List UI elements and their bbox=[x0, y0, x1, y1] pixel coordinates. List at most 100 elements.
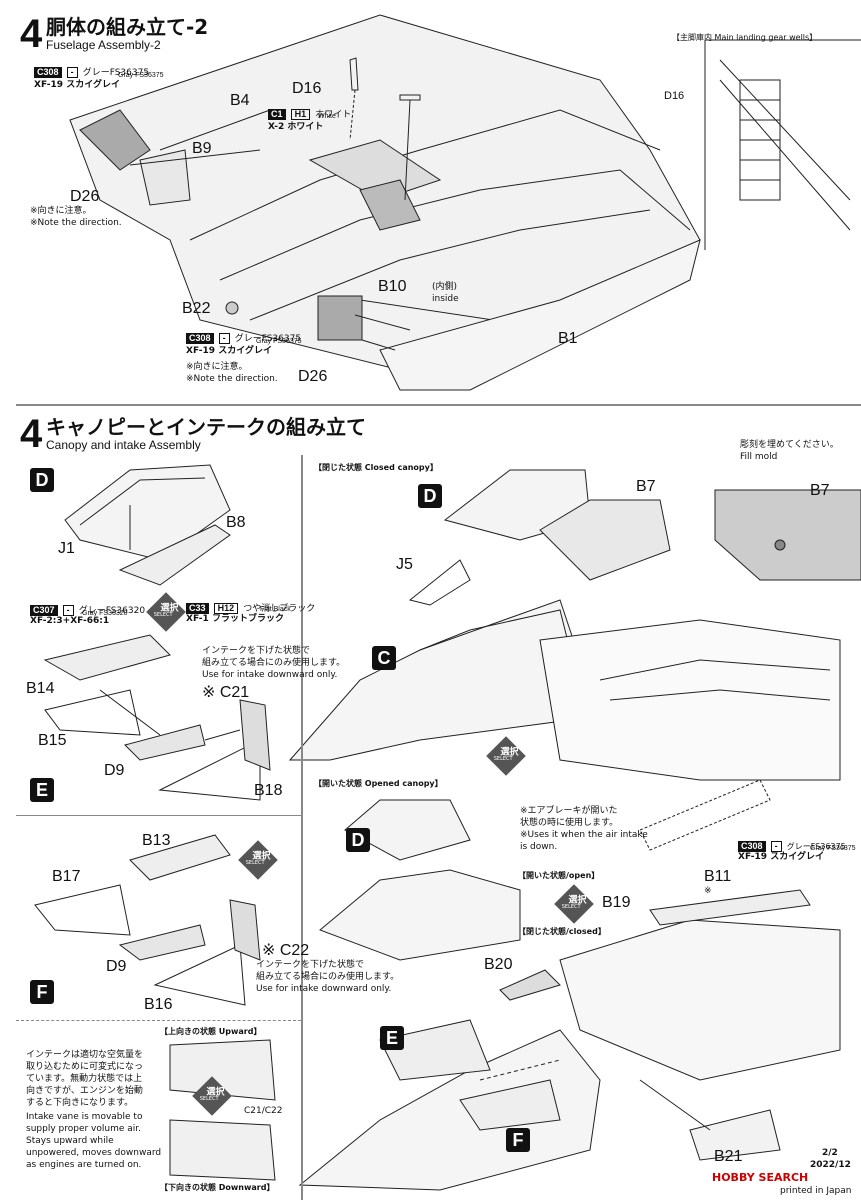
part-label-b22: B22 bbox=[182, 300, 211, 317]
part-label-b21: B21 bbox=[714, 1148, 743, 1165]
sub-step-c: C bbox=[372, 646, 396, 670]
part-label-d9: D9 bbox=[104, 762, 125, 779]
paint-code-c307: C307 bbox=[30, 605, 58, 616]
sub-step-f-bottom: F bbox=[506, 1128, 530, 1152]
opened-canopy-label: 【開いた状態 Opened canopy】 bbox=[314, 779, 443, 788]
part-label-b16: B16 bbox=[144, 996, 173, 1013]
note-intake-down-jp1: インテークを下げた状態で bbox=[202, 646, 311, 656]
vane-en-5: as engines are turned on. bbox=[26, 1160, 142, 1170]
vane-en-4: unpowered, moves downward bbox=[26, 1148, 162, 1158]
paint-xf2: XF-2:3+XF-66:1 bbox=[30, 616, 110, 626]
paint-x2: X-2 ホワイト bbox=[268, 122, 324, 132]
note-direction-en-b: ※Note the direction. bbox=[186, 374, 278, 384]
note-intake-down-jp2-f: 組み立てる場合にのみ使用します。 bbox=[256, 972, 400, 982]
vane-en-1: Intake vane is movable to bbox=[26, 1112, 143, 1122]
column-divider bbox=[301, 455, 303, 1200]
paint-code-h1: H1 bbox=[290, 109, 311, 120]
note-inside-en: inside bbox=[432, 294, 459, 304]
paint-name-flat-en: Flat Black bbox=[260, 606, 291, 613]
part-label-b1: B1 bbox=[558, 330, 578, 347]
vane-en-3: Stays upward while bbox=[26, 1136, 114, 1146]
sub-step-d-opened: D bbox=[346, 828, 370, 852]
downward-label: 【下向きの状態 Downward】 bbox=[160, 1183, 275, 1192]
canopy-j1 bbox=[64, 464, 231, 561]
paint-code-dash-c: - bbox=[62, 605, 74, 616]
note-direction-en: ※Note the direction. bbox=[30, 218, 122, 228]
part-label-d9-b: D9 bbox=[106, 958, 127, 975]
paint-callout-b9: C308 - グレーFS36375 bbox=[34, 60, 149, 79]
part-label-b13: B13 bbox=[142, 832, 171, 849]
paint-name-jp-c: グレーFS36375 bbox=[786, 842, 846, 851]
part-label-j5: J5 bbox=[396, 556, 413, 573]
paint-code-c308: C308 bbox=[34, 67, 62, 78]
sub-step-e-bottom: E bbox=[380, 1026, 404, 1050]
paint-name-en: Gray FS36375 bbox=[118, 72, 164, 79]
part-label-b14: B14 bbox=[26, 680, 55, 697]
fill-mold-jp: 彫刻を埋めてください。 bbox=[740, 440, 839, 450]
part-label-b7: B7 bbox=[636, 478, 656, 495]
airbrake-en2: is down. bbox=[520, 842, 558, 852]
open-label: 【開いた状態/open】 bbox=[518, 871, 600, 880]
part-label-b10: B10 bbox=[378, 278, 407, 295]
left-panel-divider-2 bbox=[16, 1020, 301, 1021]
part-label-b19: B19 bbox=[602, 894, 631, 911]
part-label-c21: ※ C21 bbox=[202, 684, 250, 701]
printed-in-japan: printed in Japan bbox=[780, 1186, 852, 1196]
paint-code-dash-b: - bbox=[218, 333, 230, 344]
section-divider bbox=[16, 404, 861, 406]
paint-code-c1: C1 bbox=[268, 109, 286, 120]
step-title-jp-2: キャノピーとインテークの組み立て bbox=[46, 415, 366, 439]
sub-step-f: F bbox=[30, 980, 54, 1004]
part-label-b17: B17 bbox=[52, 868, 81, 885]
sub-step-d-closed: D bbox=[418, 484, 442, 508]
main-gear-wells-label: 【主脚庫内 Main landing gear wells】 bbox=[672, 33, 818, 42]
paint-code-dash-d: - bbox=[770, 841, 782, 852]
paint-xf19-b: XF-19 スカイグレイ bbox=[186, 346, 273, 356]
part-label-d26: D26 bbox=[70, 188, 100, 205]
part-label-d16: D16 bbox=[292, 80, 322, 97]
page-number: 2/2 bbox=[822, 1148, 838, 1158]
airbrake-en1: ※Uses it when the air intake bbox=[520, 830, 648, 840]
step-number-2: 4 bbox=[20, 412, 43, 456]
paint-code-h12: H12 bbox=[213, 603, 239, 614]
paint-name-en-c: Gray FS36375 bbox=[810, 845, 856, 852]
part-label-b7-b: B7 bbox=[810, 482, 830, 499]
print-date: 2022/12 bbox=[810, 1160, 851, 1170]
part-label-b18: B18 bbox=[254, 782, 283, 799]
paint-name-jp-b: グレーFS36375 bbox=[234, 334, 302, 344]
vane-jp-3: ています。無動力状態では上 bbox=[26, 1074, 143, 1084]
upward-label: 【上向きの状態 Upward】 bbox=[160, 1027, 262, 1036]
part-label-d16-b: D16 bbox=[664, 90, 685, 102]
paint-name-gray2-jp: グレーFS36320 bbox=[78, 606, 146, 616]
paint-code-c33: C33 bbox=[186, 603, 209, 614]
paint-xf19-c: XF-19 スカイグレイ bbox=[738, 852, 825, 862]
step-title-en-1: Fuselage Assembly-2 bbox=[46, 38, 161, 52]
paint-name-flat-jp: つや消しブラック bbox=[243, 604, 316, 614]
sub-step-e: E bbox=[30, 778, 54, 802]
part-label-b4: B4 bbox=[230, 92, 250, 109]
canopy-frame-b8 bbox=[118, 524, 231, 586]
vane-jp-1: インテークは適切な空気量を bbox=[26, 1050, 144, 1060]
airbrake-jp2: 状態の時に使用します。 bbox=[520, 818, 619, 828]
paint-callout-b10: C308 - グレーFS36375 bbox=[186, 326, 301, 345]
sub-step-d: D bbox=[30, 468, 54, 492]
paint-code-dash: - bbox=[66, 67, 78, 78]
b11-note: ※ bbox=[704, 886, 712, 896]
step-number-1: 4 bbox=[20, 12, 43, 56]
part-label-b9: B9 bbox=[192, 140, 212, 157]
note-intake-down-en: Use for intake downward only. bbox=[202, 670, 338, 680]
paint-code-c308-c: C308 bbox=[738, 841, 766, 852]
left-panel-divider-1 bbox=[16, 815, 301, 816]
part-label-b8: B8 bbox=[226, 514, 246, 531]
note-intake-down-jp1-f: インテークを下げた状態で bbox=[256, 960, 365, 970]
step-title-en-2: Canopy and intake Assembly bbox=[46, 438, 201, 452]
part-label-c22: ※ C22 bbox=[262, 942, 310, 959]
part-label-d26-b: D26 bbox=[298, 368, 328, 385]
part-label-b11: B11 bbox=[704, 868, 732, 885]
paint-name-jp: グレーFS36375 bbox=[82, 68, 150, 78]
paint-callout-white: C1 H1 ホワイト bbox=[268, 102, 351, 121]
step-title-jp-1: 胴体の組み立て-2 bbox=[46, 15, 209, 39]
watermark: HOBBY SEARCH bbox=[712, 1171, 809, 1184]
fuselage-lower-b1 bbox=[379, 239, 701, 391]
